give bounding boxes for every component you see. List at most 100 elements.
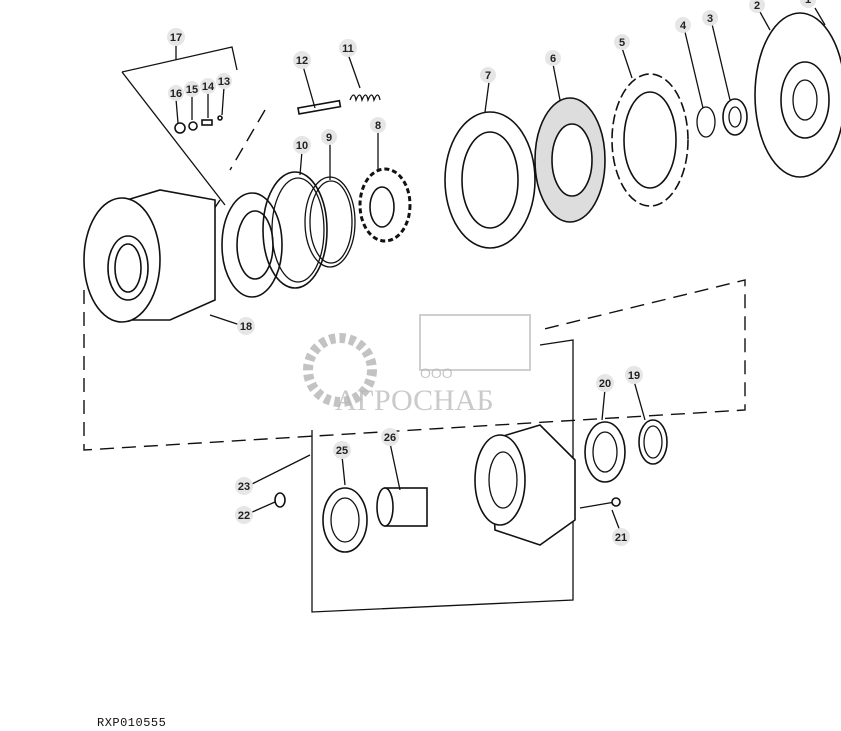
callout-16: 16 [168,85,184,101]
callout-number: 5 [619,37,625,49]
bracket-23 [311,339,574,613]
callout-number: 3 [707,13,713,25]
callout-14: 14 [200,78,216,94]
callout-9: 9 [321,129,337,145]
part-friction-disc-6 [534,97,606,223]
callout-25: 25 [333,441,351,459]
callout-21: 21 [612,528,630,546]
watermark-name: АГРОСНАБ [335,384,494,417]
callout-bubble [321,129,337,145]
part-bushing-26 [376,487,428,527]
callout-number: 8 [375,120,381,132]
part-spring-11 [349,94,381,103]
callout-number: 7 [485,70,491,82]
callout-bubble [702,10,718,26]
callout-17: 17 [167,28,185,46]
part-hub-2 [754,12,841,178]
part-plate-7 [444,111,536,249]
callout-10: 10 [293,136,311,154]
callout-bubble [235,477,253,495]
callout-bubble [800,0,816,8]
callout-bubble [168,85,184,101]
part-gear-8 [358,167,412,243]
part-piston [221,192,283,298]
callout-bubble [480,67,496,83]
callout-number: 18 [240,321,252,333]
bracket-17 [121,46,238,206]
callout-number: 12 [296,55,308,67]
callout-bubble [200,78,216,94]
part-carrier [474,424,576,546]
callout-number: 25 [336,445,348,457]
watermark-prefix: ООО [420,365,453,381]
callout-number: 2 [754,0,760,12]
callout-7: 7 [480,67,496,83]
callout-number: 10 [296,140,308,152]
callout-number: 14 [202,81,215,93]
drawing-code: RXP010555 [97,716,167,730]
callout-number: 9 [326,132,332,144]
callout-number: 6 [550,53,556,65]
part-ring-19 [638,419,668,465]
part-bolt-21 [579,497,621,509]
part-housing-18 [83,189,216,323]
callout-bubble [235,506,253,524]
callout-26: 26 [381,428,399,446]
callout-number: 21 [615,532,627,544]
dashed-boundary-upper [83,279,746,451]
callout-1: 1 [800,0,816,8]
callout-5: 5 [614,34,630,50]
callout-bubble [625,366,643,384]
callout-22: 22 [235,506,253,524]
callout-number: 1 [805,0,811,6]
callout-bubble [370,117,386,133]
part-washer-22 [274,492,286,508]
leader-lines [175,7,826,532]
callout-number: 4 [680,20,687,32]
part-pin-12 [297,99,342,115]
part-snap-ring-4 [696,106,716,138]
callout-number: 23 [238,481,250,493]
callout-bubble [339,39,357,57]
callout-bubble [216,73,232,89]
callout-bubble [184,81,200,97]
callout-bubble [749,0,765,13]
callout-number: 22 [238,510,250,522]
watermark-logo: ООО АГРОСНАБ [303,314,531,417]
callout-bubble [293,136,311,154]
callout-number: 16 [170,88,182,100]
part-bearing-3 [722,98,748,136]
callout-15: 15 [184,81,200,97]
callout-11: 11 [339,39,357,57]
part-ring-9 [304,176,356,268]
callout-4: 4 [675,17,691,33]
part-bearing-20 [584,421,626,483]
callout-3: 3 [702,10,718,26]
callout-number: 26 [384,432,396,444]
callout-bubble [381,428,399,446]
small-parts-13-16 [174,115,223,134]
callout-18: 18 [237,317,255,335]
part-bearing-25 [322,487,368,553]
callout-6: 6 [545,50,561,66]
callout-13: 13 [216,73,232,89]
callout-labels: 1 2 3 4 5 6 7 8 9 10 11 12 13 14 15 16 1… [167,0,816,546]
callout-number: 17 [170,32,182,44]
callout-8: 8 [370,117,386,133]
callout-19: 19 [625,366,643,384]
part-ring-10 [262,171,328,289]
callout-bubble [545,50,561,66]
callout-2: 2 [749,0,765,13]
callout-number: 13 [218,76,230,88]
callout-bubble [614,34,630,50]
callout-12: 12 [293,51,311,69]
callout-bubble [612,528,630,546]
callout-number: 15 [186,84,198,96]
callout-number: 19 [628,370,640,382]
callout-number: 20 [599,378,611,390]
callout-bubble [237,317,255,335]
callout-23: 23 [235,477,253,495]
callout-bubble [167,28,185,46]
